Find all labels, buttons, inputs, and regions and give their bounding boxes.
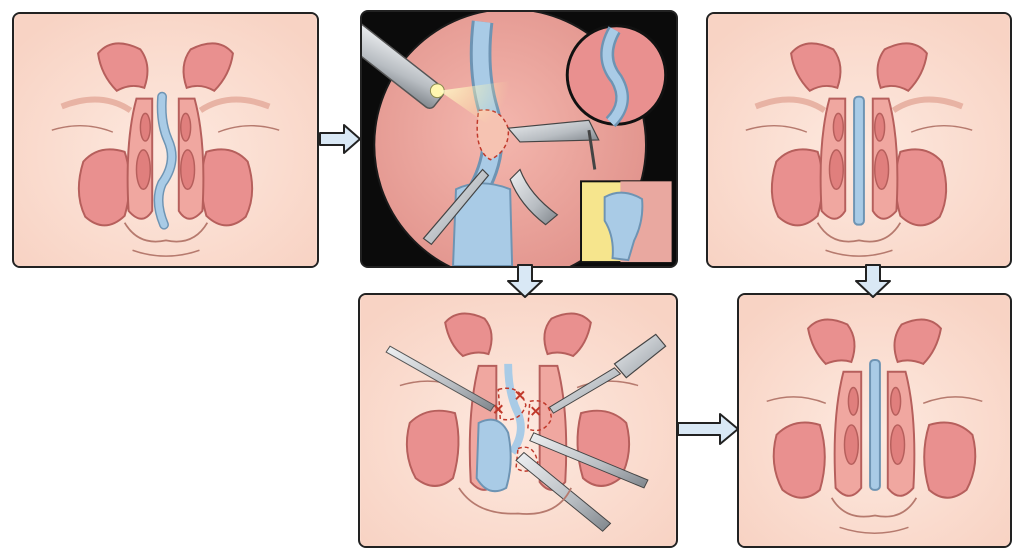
right-inferior-turbinate: [180, 149, 196, 190]
upper-lip-line: [839, 526, 909, 534]
nasal-cross-section-deviated: [14, 14, 317, 266]
incision-x-1: [493, 404, 503, 414]
left-frontal-sinus: [807, 318, 856, 366]
left-frontal-sinus: [790, 42, 842, 93]
right-eye-line: [910, 124, 973, 133]
right-frontal-sinus: [543, 312, 592, 358]
flow-arrow-down-2: [853, 263, 893, 299]
right-middle-turbinate: [874, 112, 886, 142]
left-middle-turbinate: [139, 112, 151, 142]
nasal-cross-section-straight: [708, 14, 1010, 266]
right-middle-turbinate: [890, 386, 902, 416]
left-eye-line: [745, 124, 808, 133]
left-inferior-turbinate: [135, 149, 151, 190]
upper-lip-line: [825, 249, 893, 257]
endoscopic-view-illustration: [362, 12, 676, 266]
resection-region-lower: [515, 446, 539, 472]
resection-region-upper: [497, 387, 527, 421]
inset-cartilage-fragment: [603, 191, 644, 262]
flow-arrow-down-1: [505, 263, 545, 299]
panel-postoperative-straight-septum: [706, 12, 1012, 268]
resection-region-right: [527, 399, 553, 432]
elevator-instrument: [509, 168, 559, 226]
forceps-upper: [506, 119, 600, 143]
incision-x-2: [515, 390, 525, 401]
left-brow-shading: [754, 96, 827, 113]
endoscope-shaft: [362, 19, 445, 109]
endo-cartilage-block: [452, 182, 514, 266]
surgical-resection-illustration: [360, 295, 676, 546]
flow-arrow-right-2: [676, 412, 740, 446]
forceps-upper-handle: [587, 129, 597, 170]
right-maxillary-sinus: [894, 148, 948, 227]
left-maxillary-sinus: [772, 421, 826, 499]
flow-arrow-right-1: [318, 123, 362, 155]
right-brow-shading: [198, 96, 271, 113]
probe-instrument: [385, 345, 496, 412]
right-frontal-sinus: [893, 318, 942, 366]
left-inferior-turbinate: [828, 149, 844, 190]
right-maxillary-sinus: [200, 148, 254, 227]
cartilage-being-removed: [475, 418, 512, 493]
left-maxillary-sinus: [770, 148, 824, 227]
left-frontal-sinus: [97, 42, 149, 93]
drill-shaft: [548, 367, 622, 414]
left-middle-turbinate: [847, 386, 859, 416]
right-brow-shading: [891, 96, 964, 113]
panel-final-result-straight-septum: [737, 293, 1012, 548]
left-maxillary-sinus: [405, 409, 460, 487]
left-eye-line: [766, 396, 827, 404]
right-middle-turbinate: [180, 112, 192, 142]
right-inferior-turbinate: [874, 149, 890, 190]
scissors-lower: [515, 451, 612, 532]
right-frontal-sinus: [876, 42, 928, 93]
right-inferior-turbinate: [890, 424, 906, 466]
incision-marks: [493, 390, 541, 416]
left-inferior-turbinate: [843, 424, 859, 466]
panel-endoscopic-view: [360, 10, 678, 268]
drill-handpiece: [613, 333, 667, 379]
nose-base-outline: [458, 487, 572, 515]
right-maxillary-sinus: [923, 421, 977, 499]
nose-base-outline: [830, 497, 918, 518]
right-eye-line: [922, 396, 983, 404]
right-eye-line: [217, 124, 280, 133]
inset-septum: [602, 27, 627, 126]
left-eye-line: [51, 124, 114, 133]
panel-surgical-resection: [358, 293, 678, 548]
deviated-septum: [504, 363, 525, 455]
upper-lip-line: [132, 249, 200, 257]
straight-septum: [853, 95, 865, 226]
right-nasal-wall: [538, 364, 568, 491]
scissors-upper: [529, 432, 649, 489]
incision-x-3: [531, 406, 541, 416]
nose-base-outline: [816, 222, 902, 243]
straight-septum: [869, 358, 881, 491]
right-frontal-sinus: [182, 42, 234, 93]
left-middle-turbinate: [832, 112, 844, 142]
nose-base-outline: [123, 222, 209, 243]
left-maxillary-sinus: [77, 148, 131, 227]
endoscope-light-cone: [439, 80, 511, 140]
suction-instrument: [422, 168, 490, 246]
panel-preoperative-deviated-septum: [12, 12, 319, 268]
left-brow-shading: [60, 96, 133, 113]
left-frontal-sinus: [444, 312, 493, 358]
deviated-septum: [155, 93, 176, 229]
nasal-cross-section-final: [739, 295, 1010, 546]
